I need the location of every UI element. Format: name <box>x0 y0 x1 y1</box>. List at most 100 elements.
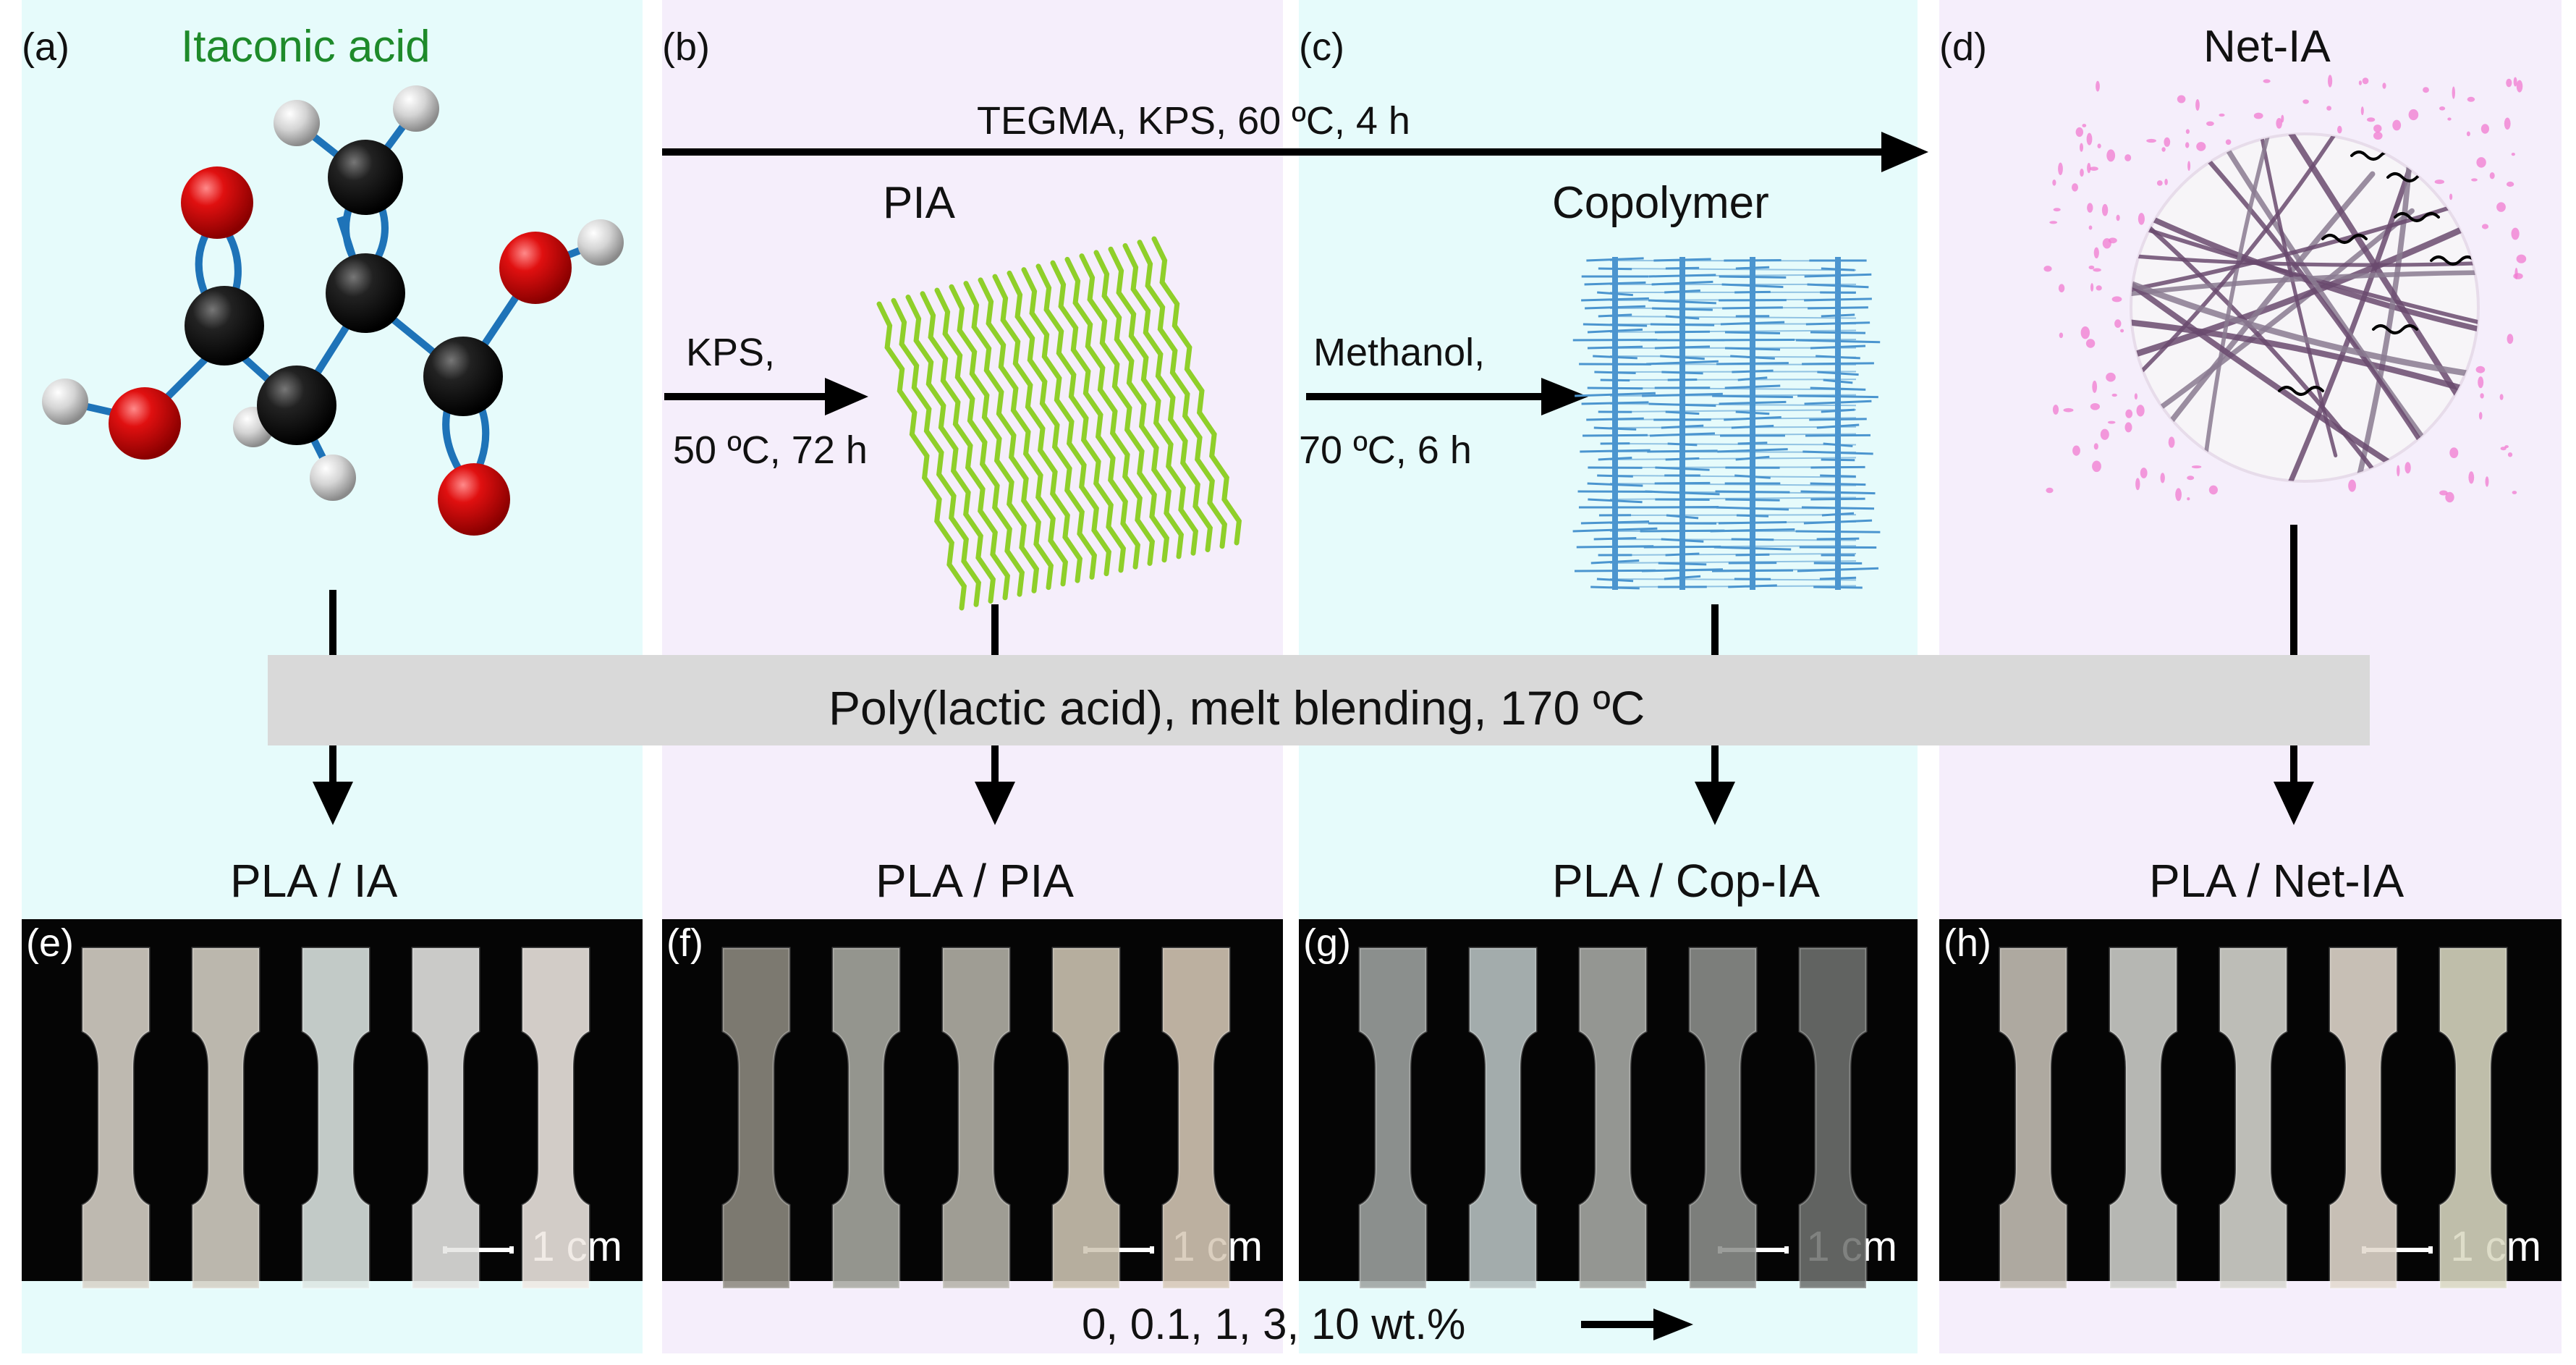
net-dot <box>2089 166 2098 172</box>
net-dot <box>2087 203 2093 213</box>
net-dot <box>2471 178 2478 182</box>
copolymer-sidechain <box>1593 536 1637 541</box>
copolymer-sidechain <box>1580 520 1650 525</box>
copolymer-sidechain <box>1576 545 1654 549</box>
copolymer-sidechain <box>1795 530 1881 533</box>
copolymer-sidechain <box>1581 401 1649 405</box>
net-fiber <box>2131 208 2415 481</box>
net-dot <box>2225 139 2232 145</box>
net-dot <box>2136 405 2145 417</box>
copolymer-sidechain <box>1731 538 1774 541</box>
net-dot <box>2507 452 2513 457</box>
copolymer-sidechain <box>1665 457 1700 461</box>
net-dot <box>2358 80 2362 85</box>
net-dot <box>2485 476 2489 487</box>
methanol-condition: Methanol, <box>1313 331 1486 374</box>
net-dot <box>2108 237 2117 244</box>
copolymer-sidechain <box>1641 568 1724 572</box>
tensile-specimen <box>1688 947 1758 1290</box>
copolymer-sidechain <box>1642 392 1723 397</box>
net-dot <box>2513 77 2517 87</box>
copolymer-sidechain <box>1581 297 1649 302</box>
net-dot <box>2445 491 2454 503</box>
net-dot <box>2125 409 2133 418</box>
net-dot <box>2164 178 2168 185</box>
tensile-specimen <box>1578 947 1648 1290</box>
net-dot <box>2439 106 2446 111</box>
tensile-specimen <box>81 947 151 1290</box>
copolymer-sidechain <box>1654 330 1711 334</box>
copolymer-sidechain <box>1647 449 1718 453</box>
copolymer-sidechain <box>1821 408 1855 413</box>
copolymer-sidechain <box>1732 369 1774 373</box>
copolymer-sidechain <box>1735 553 1770 557</box>
copolymer-sidechain <box>1716 362 1789 365</box>
copolymer-sidechain <box>1810 465 1865 469</box>
copolymer-sidechain <box>1651 280 1713 286</box>
copolymer-sidechain <box>1734 474 1771 479</box>
net-dot <box>2120 329 2124 333</box>
tensile-specimen <box>1358 947 1428 1290</box>
copolymer-sidechain <box>1821 313 1855 318</box>
copolymer-sidechain <box>1648 402 1716 407</box>
pia-strand <box>1021 267 1112 577</box>
net-dot <box>2405 462 2411 474</box>
copolymer-sidechain <box>1719 400 1787 405</box>
copolymer-sidechain <box>1821 512 1855 517</box>
net-squiggle <box>2430 255 2476 266</box>
net-fiber <box>2131 169 2478 296</box>
copolymer-sidechain <box>1817 371 1859 376</box>
net-dot <box>2302 99 2309 104</box>
tensile-specimen <box>941 947 1011 1290</box>
copolymer-sidechain <box>1580 449 1651 453</box>
net-dot <box>2124 154 2132 161</box>
copolymer-sidechain <box>1650 323 1715 326</box>
copolymer-sidechain <box>1584 281 1646 286</box>
net-dot <box>2049 221 2058 224</box>
copolymer-sidechain <box>1724 331 1781 334</box>
net-dot <box>2093 443 2098 450</box>
copolymer-sidechain <box>1666 514 1699 520</box>
net-dot <box>2116 214 2120 221</box>
copolymer-sidechain <box>1652 307 1713 311</box>
net-dot <box>2106 372 2116 382</box>
copolymer-sidechain <box>1803 519 1873 525</box>
net-dot <box>2106 149 2116 162</box>
tensile-specimen <box>2109 947 2178 1290</box>
copolymer-sidechain <box>1799 546 1877 549</box>
net-dot <box>2096 285 2102 291</box>
net-squiggle <box>2372 324 2418 334</box>
itaconic-acid-title: Itaconic acid <box>181 22 431 72</box>
copolymer-sidechain <box>1645 490 1720 496</box>
copolymer-sidechain <box>1609 552 1857 556</box>
pia-strand <box>1151 236 1242 546</box>
copolymer-sidechain <box>1810 345 1866 350</box>
tensile-specimen <box>191 947 260 1290</box>
net-fiber <box>2332 134 2415 481</box>
pia-strand <box>1007 270 1098 580</box>
copolymer-sidechain <box>1586 417 1644 421</box>
copolymer-sidechain <box>1597 291 1633 297</box>
copolymer-sidechain <box>1730 355 1775 360</box>
net-dot <box>2408 109 2419 121</box>
pia-polymer-strands <box>876 236 1242 611</box>
copolymer-sidechain <box>1594 371 1636 374</box>
net-dot <box>2101 203 2109 216</box>
copolymer-sidechain <box>1609 409 1857 413</box>
net-dot <box>2360 106 2364 116</box>
tensile-specimen <box>1161 947 1231 1290</box>
net-dot <box>2187 476 2195 481</box>
product-pla-net-ia: PLA / Net-IA <box>2149 855 2405 907</box>
net-dot <box>2043 266 2052 272</box>
net-dot <box>2093 247 2099 258</box>
tensile-specimen <box>831 947 901 1290</box>
pia-strand <box>876 301 967 611</box>
copolymer-sidechain <box>1813 586 1863 589</box>
copolymer-sidechain <box>1805 321 1870 326</box>
net-dot <box>2093 268 2101 272</box>
copolymer-sidechain <box>1736 514 1769 517</box>
net-fiber <box>2131 276 2478 391</box>
copolymer-sidechain <box>1816 423 1860 429</box>
